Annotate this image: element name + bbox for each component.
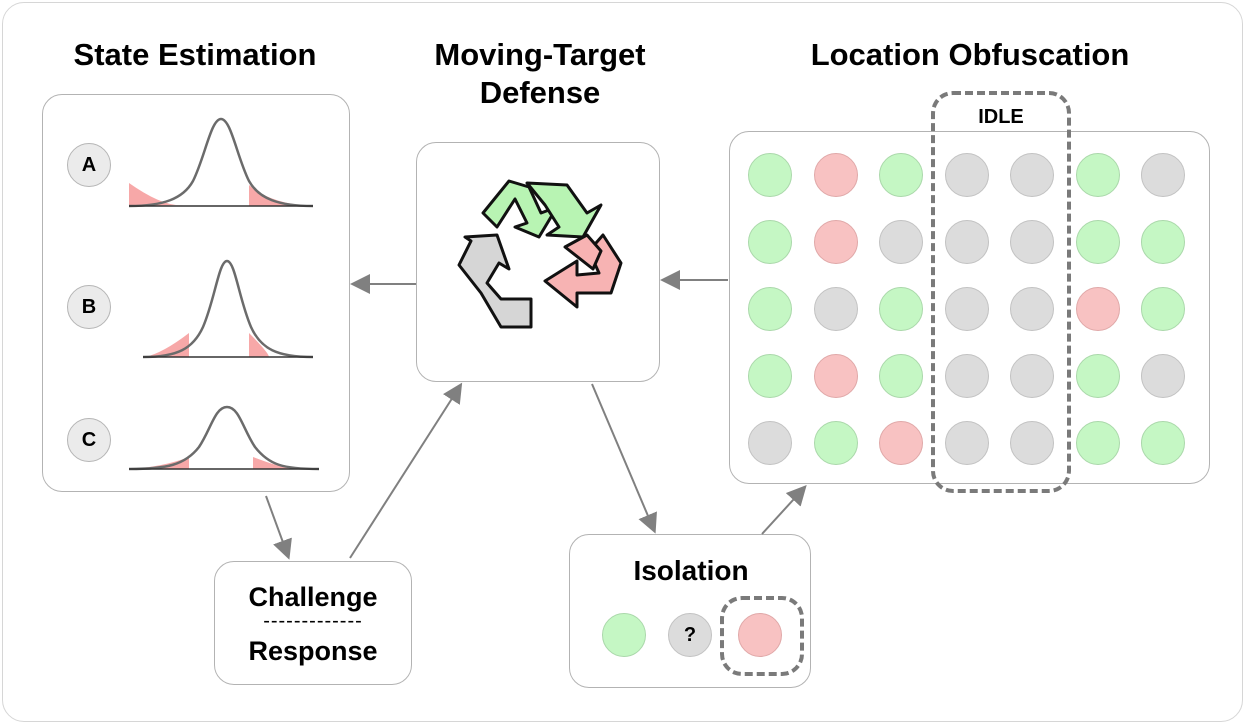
grid-node	[945, 153, 989, 197]
grid-node	[1010, 421, 1054, 465]
grid-node	[1010, 287, 1054, 331]
state-label-a: A	[67, 143, 111, 187]
challenge-response-divider: -------------	[263, 610, 363, 632]
grid-node	[1010, 153, 1054, 197]
grid-node	[748, 287, 792, 331]
isolation-red-node	[738, 613, 782, 657]
grid-node	[1141, 220, 1185, 264]
grid-node	[1076, 287, 1120, 331]
grid-node	[1076, 421, 1120, 465]
grid-node	[945, 220, 989, 264]
grid-node	[1076, 153, 1120, 197]
grid-node	[814, 354, 858, 398]
grid-node	[748, 421, 792, 465]
grid-node	[945, 287, 989, 331]
grid-node	[945, 421, 989, 465]
state-estimation-panel: A B C	[42, 94, 350, 492]
idle-label: IDLE	[978, 106, 1024, 128]
grid-node	[748, 354, 792, 398]
grid-node	[879, 287, 923, 331]
isolation-title: Isolation	[633, 555, 749, 586]
grid-node	[814, 220, 858, 264]
grid-node	[1141, 421, 1185, 465]
grid-node	[1141, 287, 1185, 331]
isolation-green-node	[602, 613, 646, 657]
idle-zone-outline	[931, 91, 1071, 493]
grid-node	[1141, 354, 1185, 398]
response-label: Response	[248, 636, 378, 666]
grid-node	[1141, 153, 1185, 197]
grid-node	[1076, 354, 1120, 398]
grid-node	[814, 153, 858, 197]
recycle-icon	[457, 179, 623, 329]
moving-target-title-line2: Defense	[479, 75, 601, 110]
isolation-unknown-node: ?	[668, 613, 712, 657]
grid-node	[879, 354, 923, 398]
grid-node	[814, 287, 858, 331]
location-obfuscation-title: Location Obfuscation	[810, 37, 1130, 72]
state-estimation-title: State Estimation	[73, 37, 317, 72]
isolation-red-outline	[720, 596, 804, 676]
grid-node	[814, 421, 858, 465]
moving-target-title-line1: Moving-Target	[434, 37, 646, 72]
grid-node	[945, 354, 989, 398]
grid-node	[1076, 220, 1120, 264]
gaussian-curve-c	[128, 405, 320, 471]
moving-target-panel	[416, 142, 660, 382]
grid-node	[1010, 220, 1054, 264]
moving-target-title: Moving-Target Defense	[390, 36, 690, 112]
state-label-c: C	[67, 418, 111, 462]
grid-node	[879, 421, 923, 465]
grid-node	[879, 153, 923, 197]
grid-node	[748, 220, 792, 264]
challenge-label: Challenge	[248, 582, 378, 612]
challenge-response-panel: Challenge ------------- Response	[214, 561, 412, 685]
distribution-curves	[128, 117, 320, 471]
isolation-panel: Isolation ?	[569, 534, 811, 688]
gaussian-curve-b	[142, 259, 314, 359]
state-label-b: B	[67, 285, 111, 329]
grid-node	[1010, 354, 1054, 398]
grid-node	[879, 220, 923, 264]
grid-node	[748, 153, 792, 197]
gaussian-curve-a	[128, 117, 314, 208]
